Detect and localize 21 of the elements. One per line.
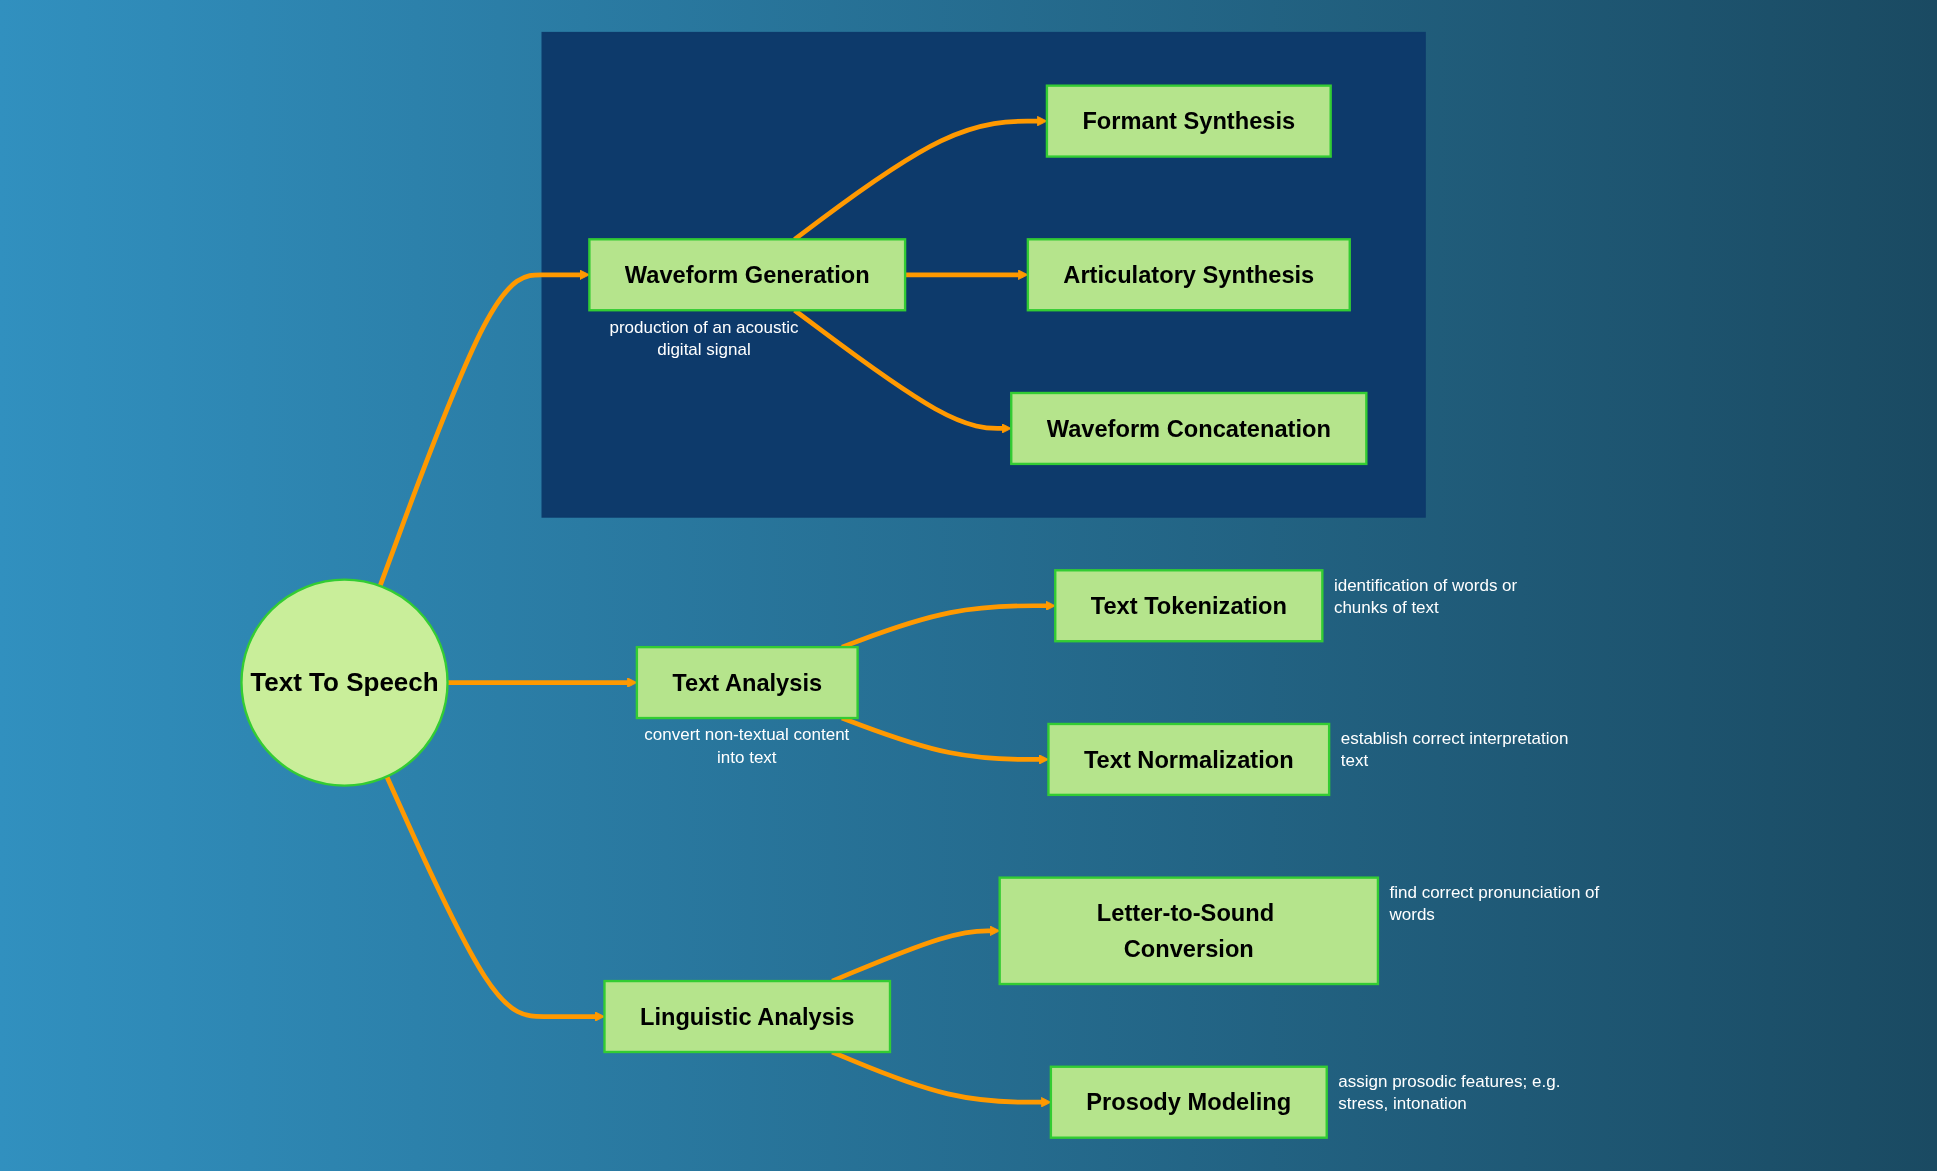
arrow (904, 270, 1028, 281)
node-note: assign prosodic features; e.g. stress, intonation (1338, 1071, 1562, 1116)
node-box: Linguistic Analysis (602, 980, 891, 1054)
node-circle: Text To Speech (239, 578, 449, 788)
node-note: production of an acoustic digital signal (608, 316, 800, 361)
cluster (541, 32, 1426, 519)
arrow (447, 677, 637, 689)
node-note: identification of words or chunks of text (1333, 574, 1519, 619)
node-box: Articulatory Synthesis (1026, 238, 1351, 312)
node-note: find correct pronunciation of words (1389, 882, 1601, 927)
node-box: Waveform Generation (587, 238, 906, 312)
node-box: Letter-to-Sound Conversion (998, 876, 1379, 986)
node-box: Formant Synthesis (1045, 84, 1332, 159)
node-box: Text Tokenization (1053, 569, 1324, 643)
node-box: Text Analysis (635, 646, 859, 720)
node-box: Waveform Concatenation (1009, 392, 1368, 466)
node-note: establish correct interpretation text (1340, 728, 1570, 773)
arrow (384, 776, 605, 1023)
node-box: Text Normalization (1046, 723, 1330, 797)
node-note: convert non-textual content into text (643, 724, 851, 769)
node-box: Prosody Modeling (1049, 1066, 1328, 1140)
